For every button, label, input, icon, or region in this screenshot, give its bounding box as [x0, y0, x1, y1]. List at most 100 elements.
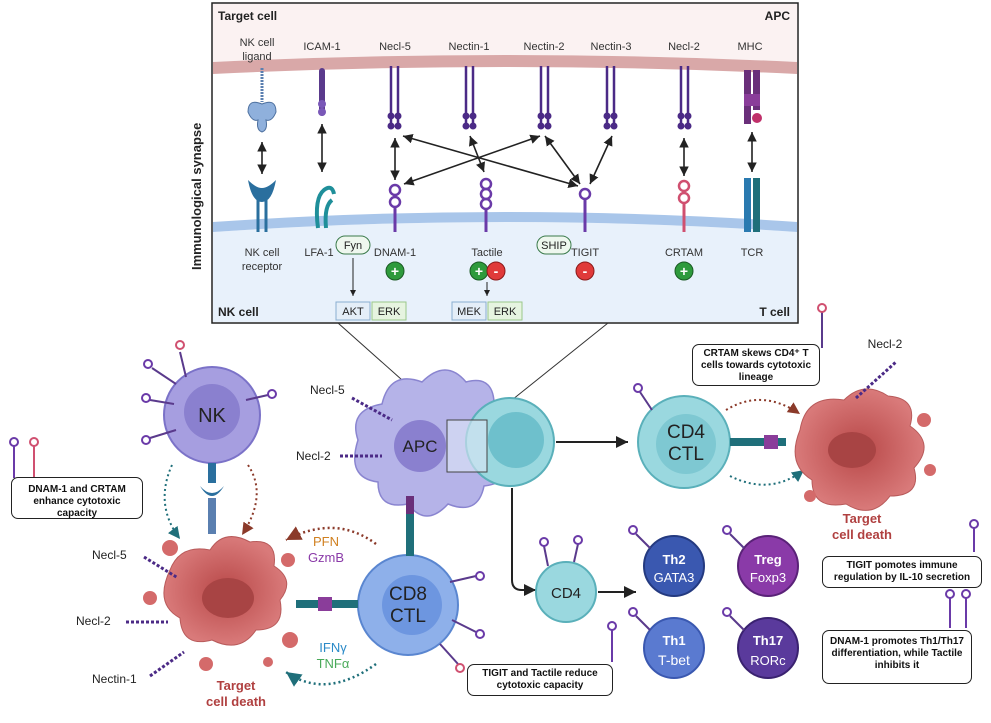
nk-receptor-label-2: receptor	[242, 261, 283, 273]
necl2-apc-label: Necl-2	[296, 449, 331, 463]
cd8-ctl-cell	[296, 496, 485, 673]
svg-text:SHIP: SHIP	[541, 240, 567, 252]
nectin1-left-label: Nectin-1	[92, 672, 137, 686]
nectin1-ligand-icon	[462, 66, 477, 130]
th1-cell	[628, 607, 705, 679]
th2-text: Th2	[662, 552, 685, 567]
apc-cell	[340, 369, 511, 517]
tigit-minus-badge: -	[575, 261, 595, 281]
gzmb-label: GzmB	[308, 550, 344, 565]
th17-text: Th17	[753, 633, 783, 648]
th1-text: Th1	[662, 633, 685, 648]
mhc-icon	[744, 70, 762, 124]
akt-box: AKT	[335, 301, 371, 321]
cd4-ctl-ctl-text: CTL	[668, 444, 704, 465]
apc-label: APC	[765, 9, 791, 23]
dnam1-icon	[388, 183, 402, 232]
foxp3-text: Foxp3	[750, 570, 786, 585]
svg-text:AKT: AKT	[342, 306, 364, 318]
crtam-plus-badge: +	[674, 261, 694, 281]
apc-cell-text: APC	[403, 437, 438, 456]
t-cell-label: T cell	[759, 305, 790, 319]
ifng-label: IFNγ	[319, 640, 347, 655]
necl5-apc-label: Necl-5	[310, 383, 345, 397]
nk-cell	[141, 340, 277, 464]
svg-text:-: -	[494, 263, 499, 279]
cd4-ctl-cd4-text: CD4	[667, 422, 705, 443]
target-death-left-2: cell death	[206, 694, 266, 709]
nectin1-label: Nectin-1	[449, 41, 490, 53]
interaction-arrows	[257, 124, 757, 188]
cd4-ctl-cell	[633, 383, 786, 489]
target-death-right-1: Target	[843, 511, 882, 526]
svg-text:-: -	[583, 263, 588, 279]
necl5-top-label: Necl-5	[379, 41, 411, 53]
mek-box: MEK	[451, 301, 487, 321]
nk-receptor-icon	[248, 180, 276, 232]
nk-ligand-icon	[247, 68, 277, 133]
tactile-plus-badge: +	[469, 261, 489, 281]
note-dnam-th: DNAM-1 promotes Th1/Th17 differentiation…	[822, 630, 972, 684]
icam1-icon	[318, 68, 326, 116]
nk-cell-text: NK	[198, 405, 226, 427]
dnam1-label: DNAM-1	[374, 247, 416, 259]
cd8-ctl-text: CTL	[390, 606, 426, 627]
lfa1-label: LFA-1	[304, 247, 333, 259]
note-crtam-skews: CRTAM skews CD4⁺ T cells towards cytotox…	[692, 344, 820, 386]
nk-receptor-label-1: NK cell	[245, 247, 280, 259]
erk-box-2: ERK	[487, 301, 523, 321]
tactile-minus-badge: -	[486, 261, 506, 281]
note-tigit-tactile: TIGIT and Tactile reduce cytotoxic capac…	[467, 664, 613, 696]
synapse-zoom-box	[446, 419, 488, 473]
tcr-label: TCR	[741, 247, 764, 259]
svg-text:Fyn: Fyn	[344, 240, 362, 252]
necl5-left-label: Necl-5	[92, 548, 127, 562]
svg-text:+: +	[391, 263, 399, 279]
tigit-icon	[578, 187, 592, 232]
nk-cell-label: NK cell	[218, 305, 259, 319]
target-death-right-2: cell death	[832, 527, 892, 542]
svg-text:ERK: ERK	[494, 306, 517, 318]
mhc-label: MHC	[737, 41, 762, 53]
lfa1-icon	[314, 185, 336, 229]
necl2-right-label: Necl-2	[868, 337, 903, 351]
icam1-label: ICAM-1	[303, 41, 340, 53]
note-dnam-crtam: DNAM-1 and CRTAM enhance cytotoxic capac…	[11, 477, 143, 519]
cd4-text: CD4	[551, 585, 581, 602]
target-cell-label: Target cell	[218, 9, 277, 23]
gata3-text: GATA3	[654, 570, 695, 585]
necl5-ligand-icon	[387, 66, 402, 130]
tnfa-label: TNFα	[317, 656, 350, 671]
nk-ligand-label-2: ligand	[242, 51, 271, 63]
nectin3-label: Nectin-3	[591, 41, 632, 53]
tcr-icon	[744, 178, 760, 232]
nectin2-ligand-icon	[537, 66, 552, 130]
nectin2-label: Nectin-2	[524, 41, 565, 53]
rorc-text: RORc	[750, 653, 786, 668]
fyn-pill: Fyn	[335, 235, 371, 255]
th2-cell	[628, 525, 705, 597]
pfn-label: PFN	[313, 534, 339, 549]
tactile-label: Tactile	[471, 247, 502, 259]
necl2-left-label: Necl-2	[76, 614, 111, 628]
necl2-ligand-icon	[677, 66, 692, 130]
target-death-left-1: Target	[217, 678, 256, 693]
th17-cell	[722, 607, 799, 679]
crtam-label: CRTAM	[665, 247, 703, 259]
immunological-synapse-title: Immunological synapse	[189, 123, 204, 270]
svg-text:+: +	[680, 263, 688, 279]
note-receptor-icons	[9, 437, 979, 662]
svg-text:ERK: ERK	[378, 306, 401, 318]
treg-text: Treg	[754, 552, 782, 567]
cd8-text: CD8	[389, 584, 427, 605]
svg-text:MEK: MEK	[457, 306, 482, 318]
tbet-text: T-bet	[658, 652, 690, 668]
necl2-top-label: Necl-2	[668, 41, 700, 53]
note-tigit-il10: TIGIT pomotes immune regulation by IL-10…	[822, 556, 982, 588]
crtam-icon	[677, 179, 691, 232]
dnam1-plus-badge: +	[385, 261, 405, 281]
t-cell	[465, 397, 555, 487]
nk-receptor-small-icon	[200, 463, 224, 534]
treg-cell	[722, 525, 799, 597]
cd4-cell	[535, 535, 597, 623]
